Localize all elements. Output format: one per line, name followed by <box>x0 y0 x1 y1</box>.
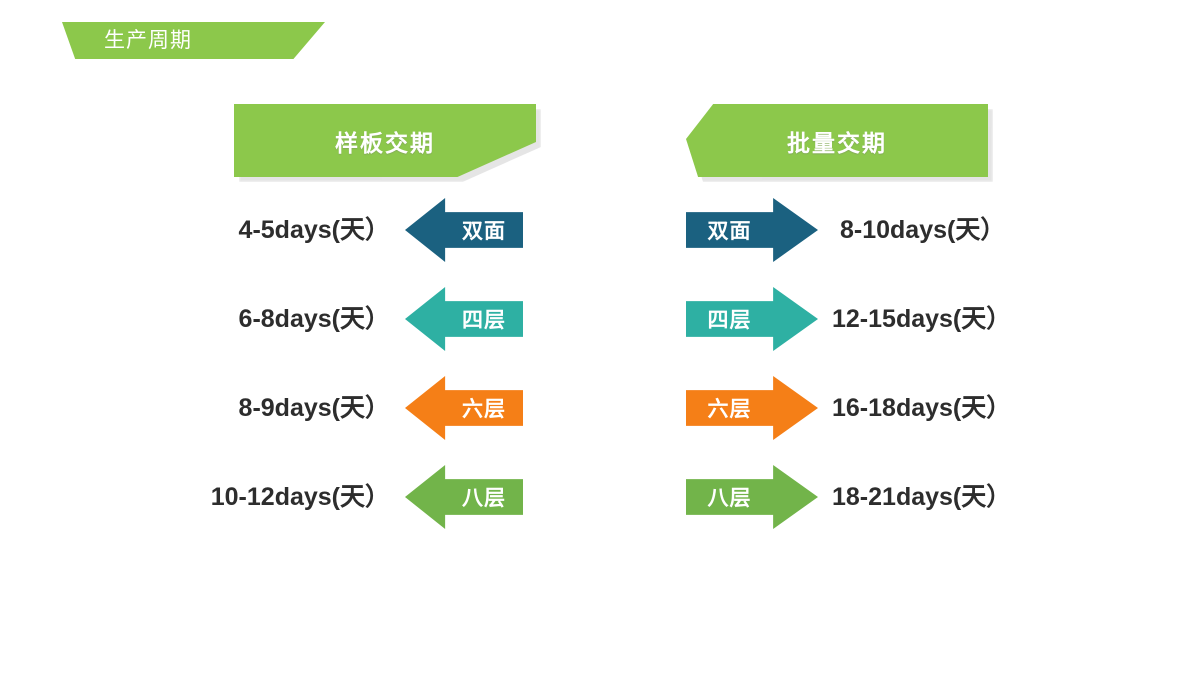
column-header-batch-lead-time: 批量交期 <box>686 104 993 182</box>
arrow-batch-六层: 六层 <box>686 376 818 440</box>
arrow-layer-label: 八层 <box>462 487 507 510</box>
arrow-layer-label: 六层 <box>462 398 507 421</box>
arrow-layer-label: 双面 <box>462 220 507 243</box>
column-header-label: 批量交期 <box>787 129 887 156</box>
arrow-layer-label: 双面 <box>707 220 752 243</box>
title-banner-shape <box>62 22 325 59</box>
arrow-sample-四层: 四层 <box>405 287 523 351</box>
days-label: 4-5days(天） <box>238 216 390 244</box>
days-label: 10-12days(天） <box>210 483 390 511</box>
arrow-batch-八层: 八层 <box>686 465 818 529</box>
days-label: 8-9days(天） <box>238 394 390 422</box>
days-label: 8-10days(天） <box>840 216 1006 244</box>
days-label: 6-8days(天） <box>238 305 390 333</box>
arrow-layer-label: 四层 <box>707 309 752 332</box>
arrow-layer-label: 四层 <box>462 309 507 332</box>
column-header-label: 样板交期 <box>335 129 435 156</box>
arrow-layer-label: 六层 <box>707 398 752 421</box>
arrow-sample-双面: 双面 <box>405 198 523 262</box>
arrow-batch-四层: 四层 <box>686 287 818 351</box>
arrow-sample-八层: 八层 <box>405 465 523 529</box>
column-header-shape <box>686 104 988 177</box>
page-title: 生产周期 <box>104 29 192 52</box>
column-header-sample-lead-time: 样板交期 <box>234 104 541 182</box>
arrow-sample-六层: 六层 <box>405 376 523 440</box>
days-label: 12-15days(天） <box>832 305 1012 333</box>
arrow-layer-label: 八层 <box>707 487 752 510</box>
slide-title-banner: 生产周期 <box>62 22 325 59</box>
arrow-batch-双面: 双面 <box>686 198 818 262</box>
days-label: 16-18days(天） <box>832 394 1012 422</box>
days-label: 18-21days(天） <box>832 483 1012 511</box>
